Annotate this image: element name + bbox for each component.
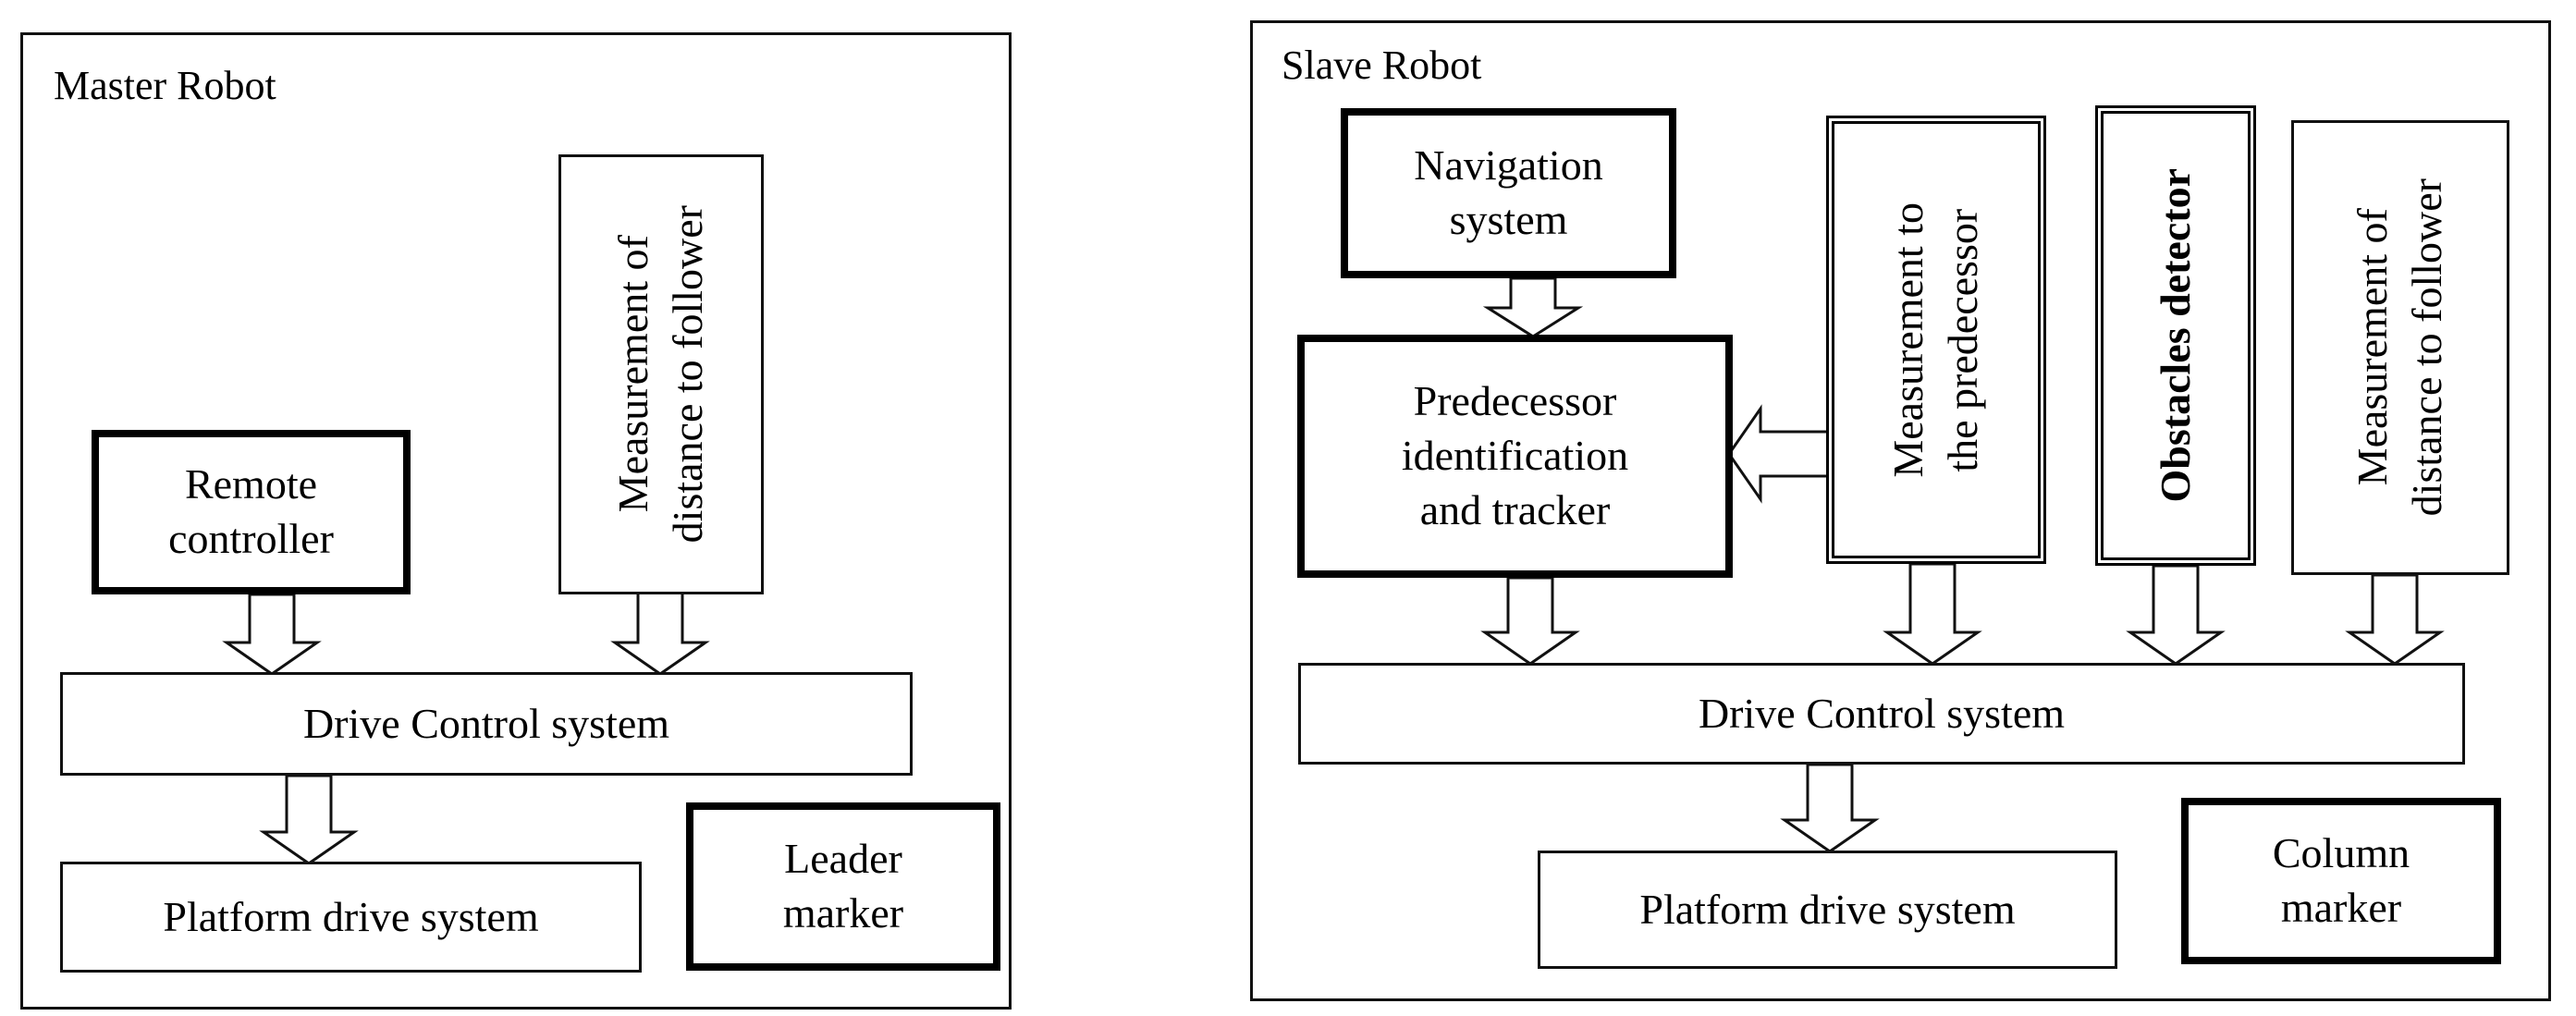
slave-robot-panel	[1250, 20, 2551, 1001]
leader-marker-box: Leader marker	[686, 802, 1000, 971]
navigation-system-box: Navigation system	[1341, 108, 1676, 278]
slave-drive-control-box: Drive Control system	[1298, 663, 2465, 765]
master-robot-title: Master Robot	[54, 63, 276, 108]
slave-measurement-box: Measurement of distance to follower	[2291, 120, 2509, 575]
leader-marker-line1: Leader	[784, 835, 902, 883]
master-drive-control-box: Drive Control system	[60, 672, 913, 776]
remote-controller-line2: controller	[168, 515, 334, 562]
master-platform-drive-label: Platform drive system	[163, 892, 539, 940]
master-robot-panel	[20, 32, 1012, 1010]
slave-measurement-line2: distance to follower	[2403, 178, 2450, 517]
measurement-to-predecessor-box: Measurement to the predecessor	[1826, 116, 2046, 564]
master-measurement-line2: distance to follower	[664, 205, 711, 544]
master-platform-drive-box: Platform drive system	[60, 862, 642, 973]
column-marker-line2: marker	[2280, 884, 2402, 931]
column-marker-box: Column marker	[2181, 798, 2501, 964]
remote-controller-line1: Remote	[184, 460, 318, 508]
master-measurement-box: Measurement of distance to follower	[558, 154, 764, 594]
navigation-system-line2: system	[1449, 196, 1568, 243]
measurement-to-predecessor-line2: the predecessor	[1939, 208, 1986, 471]
slave-robot-title: Slave Robot	[1282, 43, 1482, 88]
slave-platform-drive-label: Platform drive system	[1639, 885, 2016, 933]
master-measurement-line1: Measurement of	[609, 235, 657, 514]
remote-controller-box: Remote controller	[92, 430, 411, 594]
predecessor-tracker-box: Predecessor identification and tracker	[1297, 335, 1733, 578]
leader-marker-line2: marker	[782, 889, 904, 936]
navigation-system-line1: Navigation	[1414, 141, 1603, 190]
slave-drive-control-label: Drive Control system	[1698, 689, 2066, 737]
slave-measurement-line1: Measurement of	[2349, 208, 2397, 487]
obstacles-detector-box: Obstacles detector	[2095, 105, 2256, 566]
predecessor-tracker-line1: Predecessor	[1413, 377, 1617, 425]
column-marker-line1: Column	[2272, 829, 2410, 877]
predecessor-tracker-line2: identification	[1401, 432, 1629, 480]
predecessor-tracker-line3: and tracker	[1419, 485, 1611, 533]
obstacles-detector-label: Obstacles detector	[2151, 168, 2199, 503]
master-drive-control-label: Drive Control system	[302, 699, 670, 747]
measurement-to-predecessor-line1: Measurement to	[1884, 202, 1932, 478]
slave-platform-drive-box: Platform drive system	[1538, 851, 2117, 969]
